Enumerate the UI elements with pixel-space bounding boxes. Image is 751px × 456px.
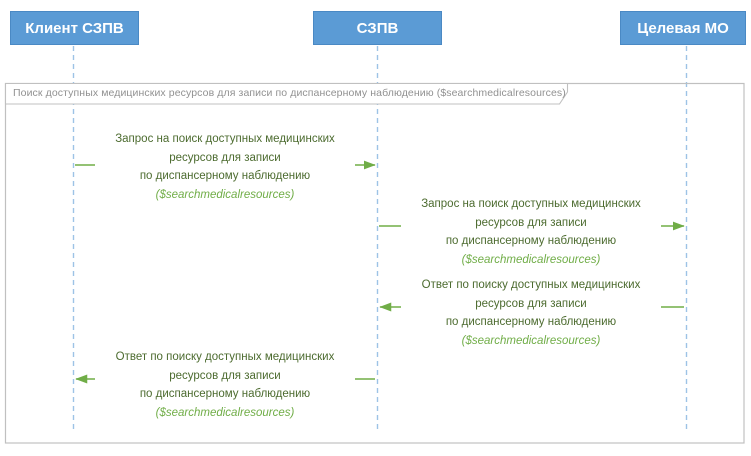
message-label-response-szpv-to-client: Ответ по поиску доступных медицинских ре… (95, 348, 355, 422)
message-line: по диспансерному наблюдению (445, 235, 617, 247)
message-operation: ($searchmedicalresources) (461, 334, 601, 347)
message-operation: ($searchmedicalresources) (461, 253, 601, 266)
message-line: ресурсов для записи (169, 369, 281, 382)
message-line: ресурсов для записи (169, 151, 281, 164)
message-line: Запрос на поиск доступных медицинских (115, 133, 335, 145)
actor-target-mo: Целевая МО (620, 11, 746, 45)
message-line: по диспансерному наблюдению (139, 170, 311, 182)
actor-label: Клиент СЗПВ (25, 19, 124, 37)
message-line: по диспансерному наблюдению (445, 316, 617, 328)
message-label-request-szpv-to-target: Запрос на поиск доступных медицинских ре… (401, 195, 661, 269)
message-line: Ответ по поиску доступных медицинских (115, 351, 335, 363)
frame-label-pentagon (4, 82, 569, 105)
message-line: Ответ по поиску доступных медицинских (421, 279, 641, 291)
message-label-request-client-to-szpv: Запрос на поиск доступных медицинских ре… (95, 130, 355, 204)
actor-label: СЗПВ (356, 19, 399, 37)
message-operation: ($searchmedicalresources) (155, 188, 295, 201)
message-line: ресурсов для записи (475, 216, 587, 229)
actor-label: Целевая МО (637, 19, 729, 37)
actor-client-szpv: Клиент СЗПВ (10, 11, 139, 45)
actor-szpv: СЗПВ (313, 11, 442, 45)
message-line: по диспансерному наблюдению (139, 388, 311, 400)
message-operation: ($searchmedicalresources) (155, 406, 295, 419)
message-label-response-target-to-szpv: Ответ по поиску доступных медицинских ре… (401, 276, 661, 350)
message-line: ресурсов для записи (475, 297, 587, 310)
message-line: Запрос на поиск доступных медицинских (421, 198, 641, 210)
frame-title: Поиск доступных медицинских ресурсов для… (13, 87, 566, 99)
